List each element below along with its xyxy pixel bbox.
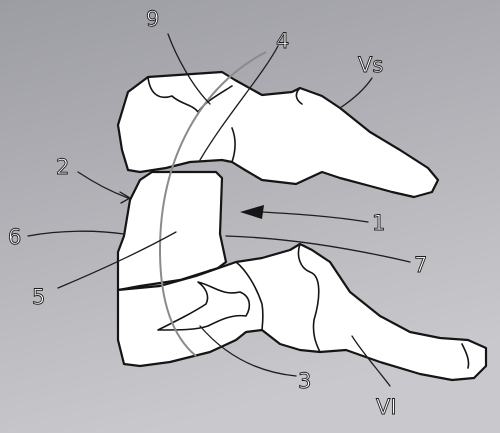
lower-bone-vi — [116, 242, 488, 382]
leader-6 — [27, 230, 125, 237]
label-9: 9 — [146, 7, 159, 31]
leader-1 — [261, 211, 369, 223]
guide-arc — [158, 51, 267, 357]
label-1: 1 — [372, 211, 385, 235]
label-6: 6 — [8, 225, 21, 249]
lower-bone-hook — [157, 281, 251, 331]
label-2: 2 — [56, 155, 69, 179]
leader-4 — [199, 45, 279, 161]
leader-3 — [199, 325, 297, 377]
lower-bone-inner-curve — [235, 261, 264, 331]
leader-vi — [351, 335, 391, 387]
leader-9 — [167, 33, 211, 105]
arrowhead-2 — [119, 191, 132, 204]
label-vs: Vs — [358, 53, 383, 77]
upper-bone-ridge — [231, 87, 303, 163]
lower-bone-tip — [461, 343, 470, 369]
label-7: 7 — [414, 253, 427, 277]
lower-bone-joint-line — [297, 243, 321, 353]
label-4: 4 — [276, 29, 289, 53]
arrowhead-1 — [240, 205, 264, 219]
label-5: 5 — [32, 285, 45, 309]
leader-5 — [57, 231, 177, 289]
label-vi: VI — [376, 395, 397, 419]
label-3: 3 — [298, 369, 311, 393]
leader-2 — [77, 171, 129, 199]
leader-7 — [225, 235, 411, 263]
middle-bone-block — [116, 170, 228, 292]
leader-vs — [339, 77, 373, 109]
upper-bone-notch — [147, 76, 233, 113]
